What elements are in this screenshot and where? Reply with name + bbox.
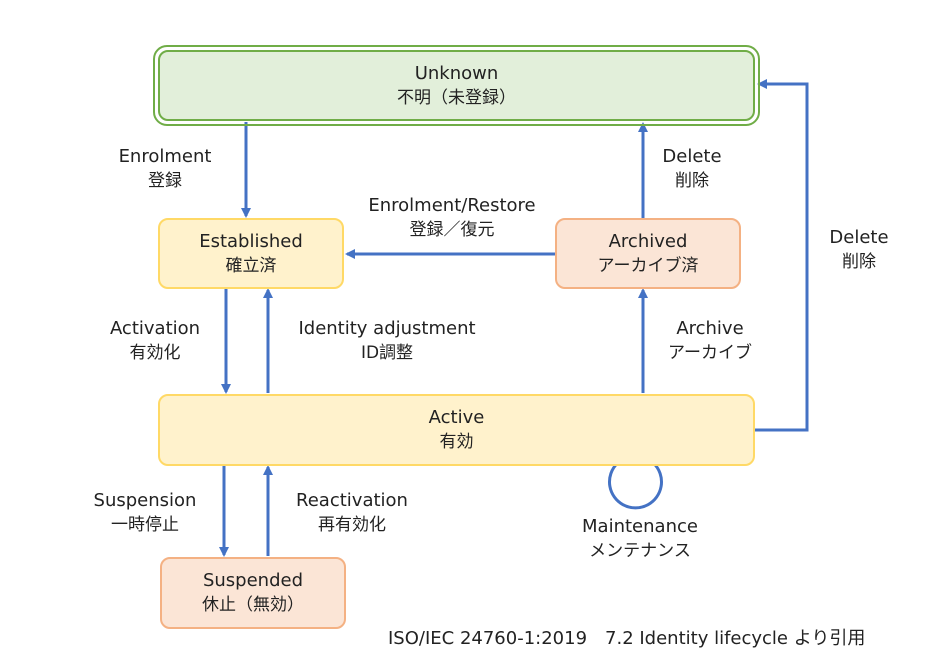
label-maintenance-en: Maintenance	[582, 516, 698, 537]
label-enrolment-en: Enrolment	[118, 146, 212, 167]
state-active-en: Active	[428, 407, 485, 428]
state-suspended-en: Suspended	[202, 570, 304, 591]
state-established-en: Established	[199, 230, 303, 252]
label-enrolment-ja: 登録	[148, 171, 182, 191]
label-delete-active: Delete 削除	[814, 225, 904, 275]
state-established: Established 確立済	[158, 218, 344, 289]
state-unknown-ja: 不明（未登録）	[397, 87, 516, 108]
state-active: Active 有効	[158, 394, 755, 466]
label-activation: Activation 有効化	[95, 316, 215, 366]
label-archive: Archive アーカイブ	[650, 316, 770, 366]
label-reactivation: Reactivation 再有効化	[282, 488, 422, 538]
label-reactivation-ja: 再有効化	[318, 515, 386, 535]
state-active-ja: 有効	[439, 432, 474, 452]
state-suspended-ja: 休止（無効）	[202, 595, 304, 615]
label-archive-en: Archive	[676, 318, 744, 339]
label-enrolment: Enrolment 登録	[105, 144, 225, 194]
label-reactivation-en: Reactivation	[296, 490, 408, 511]
label-delete-archived-ja: 削除	[675, 171, 709, 191]
label-suspension-en: Suspension	[93, 490, 197, 511]
state-archived: Archived アーカイブ済	[555, 218, 741, 289]
state-suspended: Suspended 休止（無効）	[160, 557, 346, 629]
label-delete-active-en: Delete	[829, 227, 889, 248]
label-identity-adjustment: Identity adjustment ID調整	[282, 316, 492, 366]
label-delete-active-ja: 削除	[842, 252, 876, 272]
label-enrolment-restore-en: Enrolment/Restore	[368, 195, 536, 216]
label-archive-ja: アーカイブ	[668, 343, 752, 363]
state-archived-ja: アーカイブ済	[597, 255, 699, 276]
label-enrolment-restore: Enrolment/Restore 登録／復元	[352, 193, 552, 243]
state-unknown: Unknown 不明（未登録）	[153, 45, 760, 126]
label-delete-archived: Delete 削除	[647, 144, 737, 194]
label-maintenance-ja: メンテナンス	[589, 541, 691, 561]
arrow-delete-active	[755, 79, 809, 432]
label-delete-archived-en: Delete	[662, 146, 722, 167]
label-maintenance: Maintenance メンテナンス	[565, 514, 715, 564]
arrow-maintenance	[608, 454, 663, 510]
label-enrolment-restore-ja: 登録／復元	[409, 220, 495, 240]
label-activation-en: Activation	[109, 318, 201, 339]
state-established-ja: 確立済	[225, 255, 277, 276]
state-unknown-en: Unknown	[414, 62, 499, 84]
citation: ISO/IEC 24760-1:2019 7.2 Identity lifecy…	[388, 628, 866, 649]
label-activation-ja: 有効化	[129, 343, 181, 363]
label-identity-adjustment-en: Identity adjustment	[298, 318, 476, 339]
label-suspension-ja: 一時停止	[111, 515, 179, 535]
state-archived-en: Archived	[608, 230, 688, 252]
label-identity-adjustment-ja: ID調整	[360, 343, 414, 363]
label-suspension: Suspension 一時停止	[80, 488, 210, 538]
